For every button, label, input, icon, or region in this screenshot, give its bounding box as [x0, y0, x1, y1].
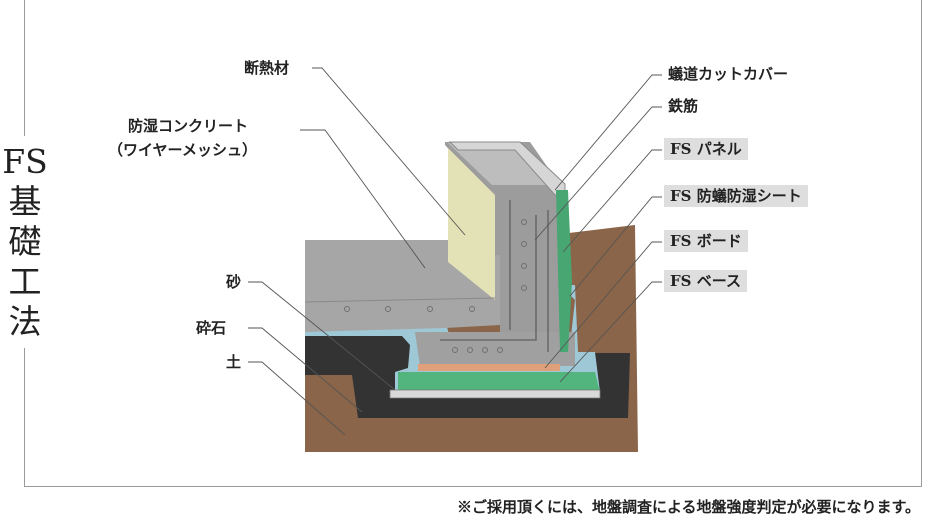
- label-concrete-line1: 防湿コンクリート: [128, 117, 249, 135]
- wall-top: [448, 143, 558, 185]
- label-fs-panel: FS パネル: [664, 138, 748, 160]
- label-termite-cover: 蟻道カットカバー: [668, 65, 789, 83]
- label-fs-base: FS ベース: [664, 270, 747, 292]
- title-char: 工: [8, 262, 42, 301]
- leader-termite-cover: [554, 74, 662, 191]
- fs-board: [418, 364, 560, 371]
- label-insulation: 断熱材: [244, 59, 290, 77]
- leader-fs-board: [544, 241, 662, 369]
- insulation-panel: [448, 148, 495, 300]
- leader-fs-sheet: [569, 196, 662, 297]
- label-concrete-line2: （ワイヤーメッシュ）: [108, 141, 257, 159]
- label-gravel: 砕石: [196, 319, 227, 337]
- leader-concrete: [300, 129, 426, 269]
- rebar: [440, 200, 549, 352]
- title-char: 法: [8, 302, 42, 341]
- frame-bottom-line: [24, 486, 922, 487]
- label-soil: 土: [226, 353, 242, 371]
- wall-concrete: [445, 142, 560, 345]
- fs-base: [398, 372, 600, 392]
- title-char: FS: [2, 142, 48, 181]
- fs-panel: [556, 190, 572, 352]
- frame-right-line: [921, 0, 922, 487]
- leader-fs-base: [559, 281, 662, 383]
- vertical-title: FS 基 礎 工 法: [0, 136, 50, 348]
- footnote: ※ご採用頂くには、地盤調査による地盤強度判定が必要になります。: [456, 498, 920, 516]
- leader-rebar: [534, 106, 662, 241]
- leader-sand: [248, 281, 396, 391]
- title-char: 基: [8, 182, 42, 221]
- leader-soil: [248, 361, 346, 436]
- label-fs-sheet: FS 防蟻防湿シート: [664, 185, 808, 207]
- label-fs-board: FS ボード: [664, 230, 748, 252]
- leader-gravel: [248, 327, 363, 413]
- label-sand: 砂: [226, 273, 242, 291]
- base-plate: [389, 389, 601, 399]
- leader-insulation: [312, 67, 466, 236]
- leader-fs-panel: [562, 149, 662, 253]
- wire-mesh: [304, 297, 496, 303]
- rebar-dots: [344, 219, 527, 353]
- label-rebar: 鉄筋: [668, 97, 699, 115]
- title-char: 礎: [8, 222, 42, 261]
